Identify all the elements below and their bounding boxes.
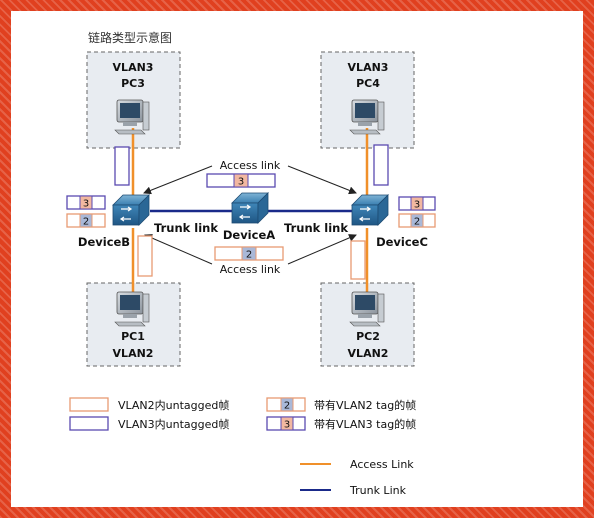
pc3-vlan-label: VLAN3	[113, 61, 154, 74]
vlan2-tagged-frame-trunk: 2	[214, 246, 284, 261]
pc3-name-label: PC3	[121, 77, 145, 90]
pc4-vlan-label: VLAN3	[348, 61, 389, 74]
pc1-vlan-label: VLAN2	[113, 347, 154, 360]
deviceb-switch-icon	[112, 194, 150, 226]
tag-number: 3	[83, 199, 89, 210]
arrow-to-devicec-bottom	[287, 234, 357, 265]
pc2-vlan-label: VLAN2	[348, 347, 389, 360]
legend-vlan3-untagged-label: VLAN3内untagged帧	[118, 417, 229, 431]
tag-number: 3	[238, 177, 244, 188]
deviceb-label: DeviceB	[78, 235, 130, 249]
vlan3-tagged-frame-trunk: 3	[206, 173, 276, 188]
tag-number: 3	[414, 200, 420, 211]
legend-vlan3-untagged-swatch	[69, 416, 109, 431]
arrow-to-deviceb-top	[143, 165, 213, 195]
vlan2-tagged-frame-devicec: 2	[398, 213, 436, 228]
legend-vlan2-tagged-label: 带有VLAN2 tag的帧	[314, 398, 416, 412]
legend: VLAN2内untagged帧 VLAN3内untagged帧 2 带有VLAN…	[69, 397, 416, 497]
legend-vlan2-untagged-swatch	[69, 397, 109, 412]
vlan3-tagged-frame-devicec: 3	[398, 196, 436, 211]
tag-number: 2	[284, 401, 290, 412]
legend-vlan2-untagged-label: VLAN2内untagged帧	[118, 398, 229, 412]
trunk-link-label-right: Trunk link	[284, 221, 348, 235]
legend-vlan3-tagged-swatch: 3	[266, 416, 306, 431]
tag-number: 2	[246, 250, 252, 261]
diagram-caption: 链路类型示意图	[88, 30, 172, 45]
vlan2-tagged-frame-deviceb: 2	[66, 213, 106, 228]
pc4-name-label: PC4	[356, 77, 380, 90]
devicec-switch-icon	[351, 194, 389, 226]
vlan3-untagged-frame-pc3	[114, 146, 130, 186]
vlan3-untagged-frame-pc4	[373, 144, 389, 186]
pc1-name-label: PC1	[121, 330, 145, 343]
pc2-name-label: PC2	[356, 330, 380, 343]
access-link-label-bottom: Access link	[220, 263, 281, 276]
access-link-label-top: Access link	[220, 159, 281, 172]
vlan2-untagged-frame-pc2	[350, 240, 366, 280]
tag-number: 3	[284, 420, 290, 431]
vlan3-tagged-frame-deviceb: 3	[66, 195, 106, 210]
tag-number: 2	[83, 217, 89, 228]
trunk-link-label-left: Trunk link	[154, 221, 218, 235]
legend-vlan2-tagged-swatch: 2	[266, 397, 306, 412]
devicea-label: DeviceA	[223, 228, 275, 242]
legend-trunk-link-label: Trunk Link	[349, 484, 407, 497]
arrow-to-devicec-top	[287, 165, 357, 195]
arrow-to-deviceb-bottom	[144, 234, 213, 265]
tag-number: 2	[414, 217, 420, 228]
legend-access-link-label: Access Link	[350, 458, 414, 471]
devicec-label: DeviceC	[376, 235, 428, 249]
devicea-switch-icon	[231, 192, 269, 224]
legend-vlan3-tagged-label: 带有VLAN3 tag的帧	[314, 417, 416, 431]
vlan2-untagged-frame-pc1	[137, 235, 153, 277]
